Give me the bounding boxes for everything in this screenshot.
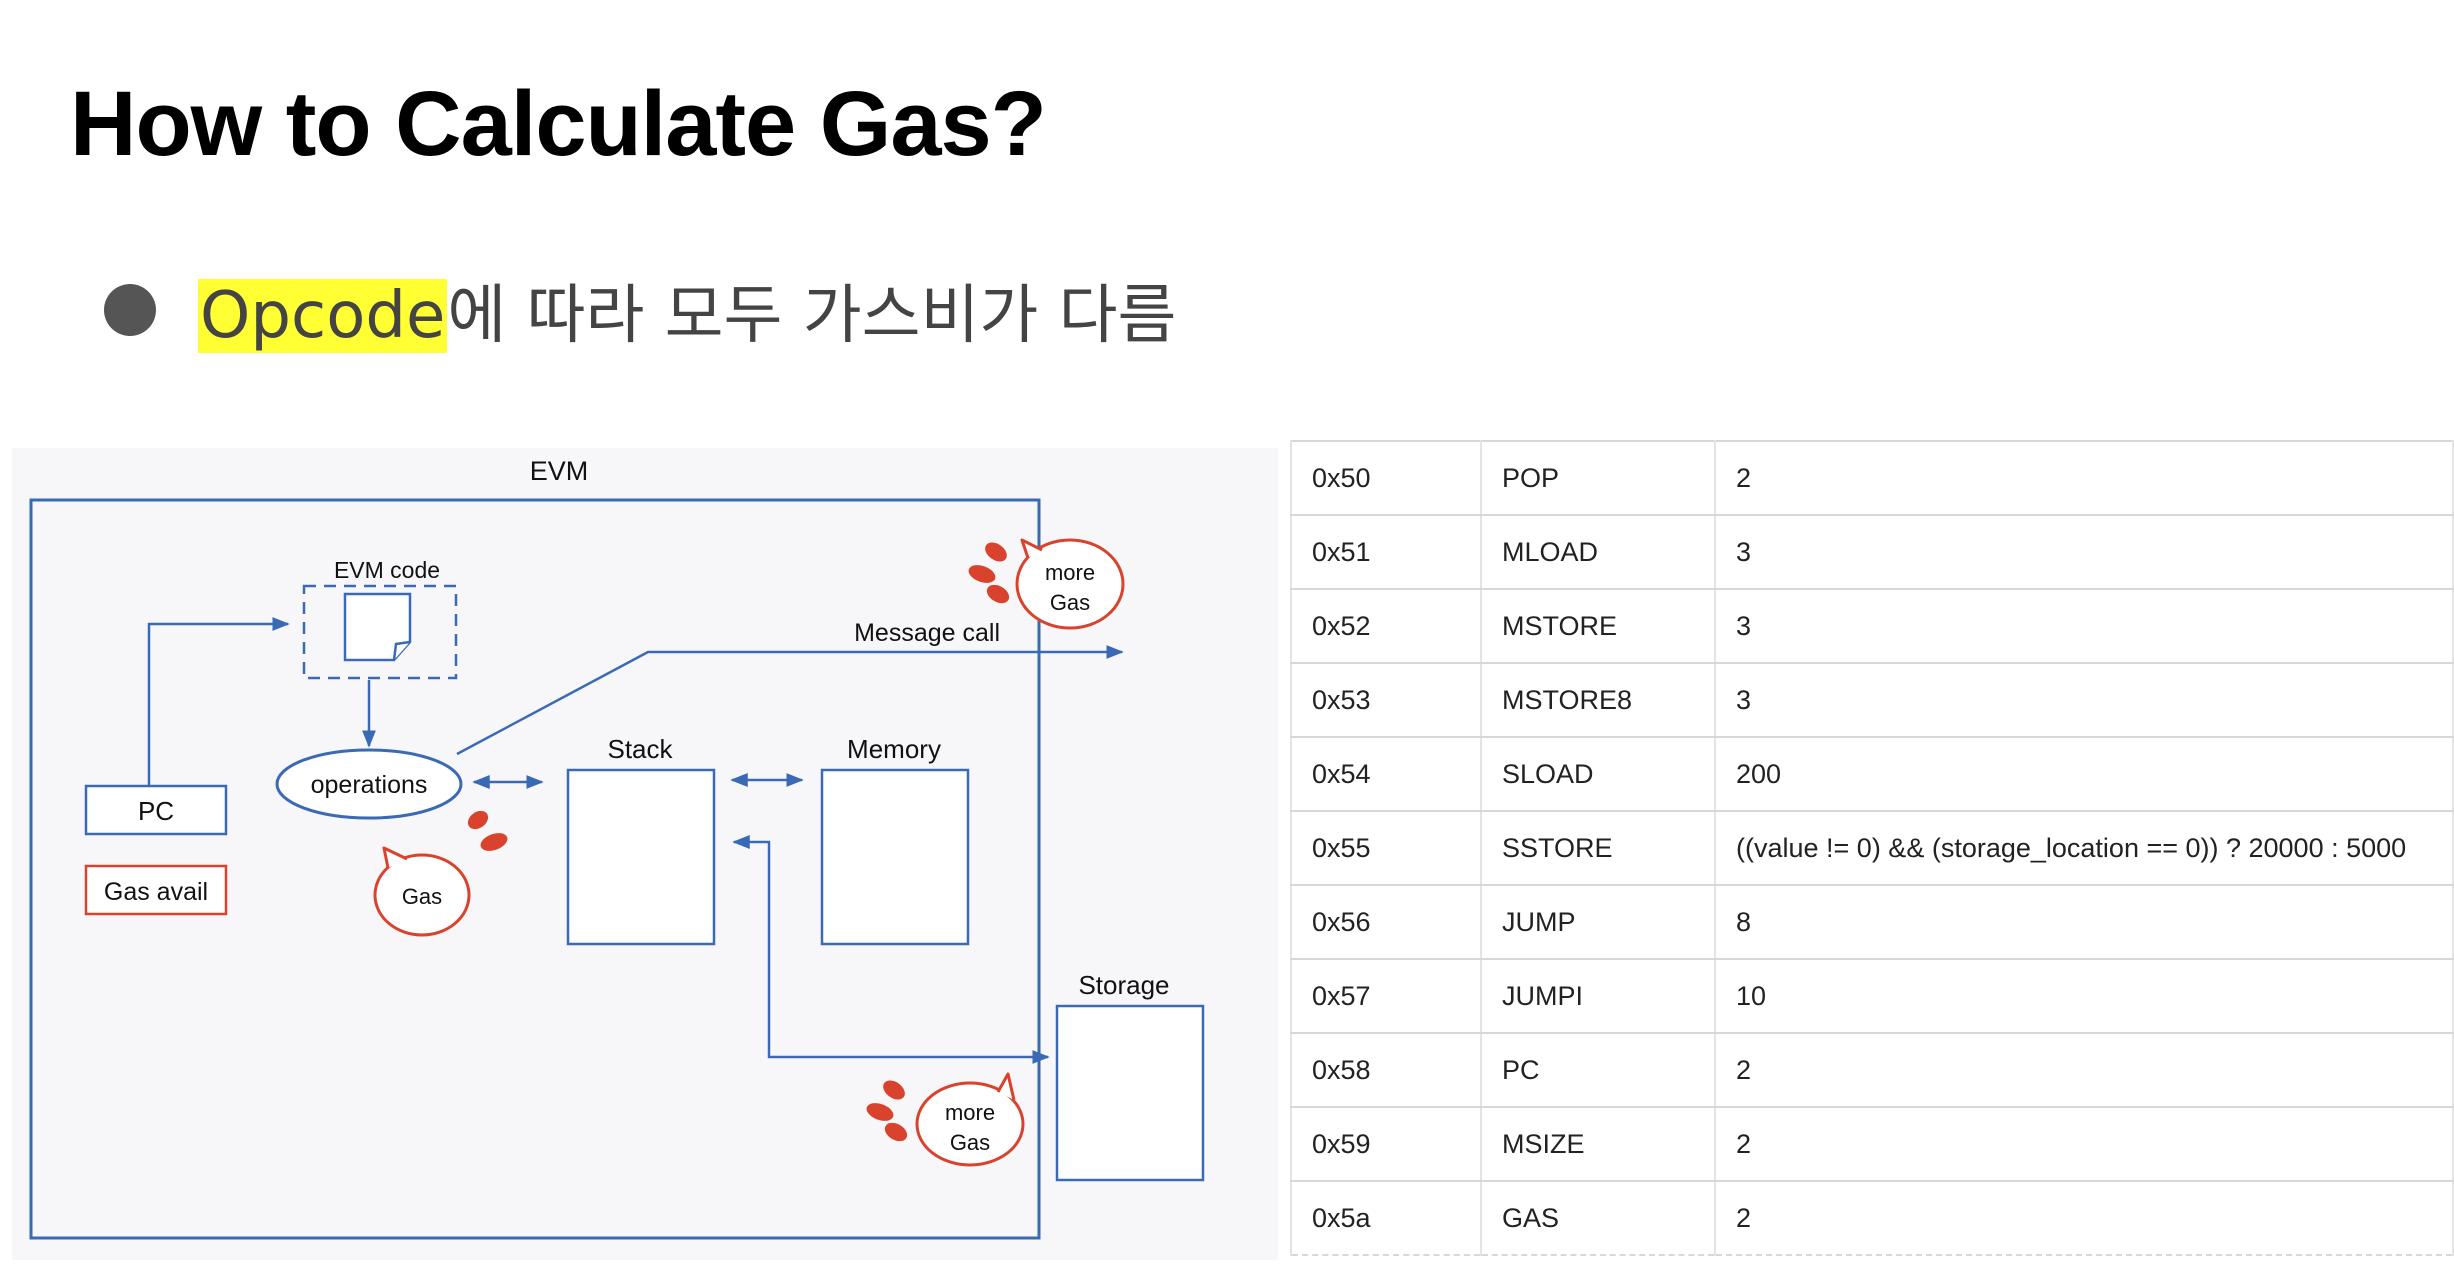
mnemonic-cell: MSTORE8 (1481, 663, 1716, 738)
gas-cost-cell: 3 (1715, 515, 2454, 590)
gas-cost-cell: 10 (1715, 959, 2454, 1034)
more-gas-bubble-message-call: more Gas (968, 538, 1125, 630)
opcode-cell: 0x52 (1290, 589, 1482, 664)
bullet-text: Opcode에 따라 모두 가스비가 다름 (198, 264, 1176, 356)
opcode-cell: 0x54 (1290, 737, 1482, 812)
gas-speech-bubble: Gas (373, 810, 508, 937)
opcode-cell: 0x55 (1290, 811, 1482, 886)
mnemonic-cell: MLOAD (1481, 515, 1716, 590)
evm-label: EVM (530, 456, 589, 486)
more-gas-bubble-storage: more Gas (866, 1072, 1025, 1167)
mnemonic-cell: GAS (1481, 1181, 1716, 1256)
gas-cost-cell: ((value != 0) && (storage_location == 0)… (1715, 811, 2454, 886)
mnemonic-cell: SLOAD (1481, 737, 1716, 812)
mnemonic-cell: PC (1481, 1033, 1716, 1108)
page-title: How to Calculate Gas? (70, 73, 1047, 175)
gas-cost-cell: 2 (1715, 441, 2454, 516)
gas-cost-cell: 3 (1715, 663, 2454, 738)
gas-cost-cell: 200 (1715, 737, 2454, 812)
evm-code-box (302, 584, 458, 680)
storage-box (1055, 1004, 1205, 1182)
opcode-cell: 0x59 (1290, 1107, 1482, 1182)
document-icon (343, 592, 412, 662)
more-gas-line1: more (945, 1100, 995, 1125)
evm-code-label: EVM code (334, 557, 440, 583)
message-call-label: Message call (854, 619, 1000, 647)
operations-ellipse (275, 748, 463, 820)
more-gas-line2: Gas (1050, 590, 1090, 615)
opcode-cell: 0x53 (1290, 663, 1482, 738)
more-gas-line2: Gas (950, 1130, 990, 1155)
table-row: 0x53 MSTORE8 3 (1290, 663, 2454, 738)
highlighted-term: Opcode (198, 279, 448, 353)
stack-storage-arrow (732, 835, 1050, 1064)
table-row: 0x51 MLOAD 3 (1290, 515, 2454, 590)
opcode-gas-table: 0x50 POP 2 0x51 MLOAD 3 0x52 MSTORE 3 0x… (1290, 440, 2454, 1256)
gas-avail-label: Gas avail (104, 878, 208, 906)
gas-cost-cell: 2 (1715, 1107, 2454, 1182)
mnemonic-cell: MSIZE (1481, 1107, 1716, 1182)
opcode-cell: 0x57 (1290, 959, 1482, 1034)
bullet-rest: 에 따라 모두 가스비가 다름 (447, 279, 1177, 353)
opcode-cell: 0x58 (1290, 1033, 1482, 1108)
gas-bubble-label: Gas (402, 884, 442, 909)
mnemonic-cell: JUMPI (1481, 959, 1716, 1034)
table-row: 0x55 SSTORE ((value != 0) && (storage_lo… (1290, 811, 2454, 886)
gas-cost-cell: 2 (1715, 1181, 2454, 1256)
mnemonic-cell: POP (1481, 441, 1716, 516)
opcode-cell: 0x5a (1290, 1181, 1482, 1256)
table-row: 0x57 JUMPI 10 (1290, 959, 2454, 1034)
stack-label: Stack (607, 734, 673, 764)
mnemonic-cell: SSTORE (1481, 811, 1716, 886)
table-row: 0x52 MSTORE 3 (1290, 589, 2454, 664)
more-gas-line1: more (1045, 560, 1095, 585)
bullet-dot-icon (104, 284, 156, 336)
stack-box (566, 768, 716, 946)
memory-box (820, 768, 970, 946)
opcode-cell: 0x50 (1290, 441, 1482, 516)
table-row: 0x5a GAS 2 (1290, 1181, 2454, 1256)
opcode-cell: 0x51 (1290, 515, 1482, 590)
pc-to-code-arrow (147, 617, 290, 786)
gas-cost-cell: 3 (1715, 589, 2454, 664)
table-row: 0x54 SLOAD 200 (1290, 737, 2454, 812)
table-row: 0x56 JUMP 8 (1290, 885, 2454, 960)
pc-box (84, 784, 228, 836)
mnemonic-cell: MSTORE (1481, 589, 1716, 664)
table-row: 0x58 PC 2 (1290, 1033, 2454, 1108)
gas-cost-cell: 2 (1715, 1033, 2454, 1108)
storage-label: Storage (1078, 970, 1169, 1000)
table-row: 0x59 MSIZE 2 (1290, 1107, 2454, 1182)
message-call-arrow (456, 645, 1124, 756)
gas-cost-cell: 8 (1715, 885, 2454, 960)
opcode-cell: 0x56 (1290, 885, 1482, 960)
mnemonic-cell: JUMP (1481, 885, 1716, 960)
bullet-item: Opcode에 따라 모두 가스비가 다름 (104, 265, 1176, 355)
operations-label: operations (311, 771, 428, 799)
pc-label: PC (138, 796, 174, 826)
memory-label: Memory (847, 734, 941, 764)
evm-diagram: EVM EVM code PC Gas avail operations Mes… (12, 448, 1278, 1260)
gas-avail-box (84, 864, 228, 916)
table-row: 0x50 POP 2 (1290, 441, 2454, 516)
